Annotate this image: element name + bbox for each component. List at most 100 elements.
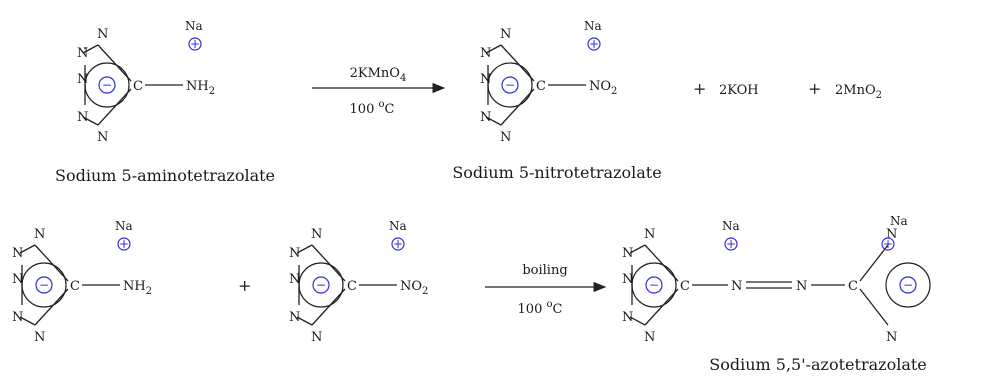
ring-bond-lower <box>485 116 502 126</box>
negative-charge-circle <box>312 276 330 294</box>
nitrogen-atom: N <box>77 72 88 87</box>
nitrogen-atom: N <box>77 46 88 61</box>
nitrogen-atom: N <box>480 110 491 125</box>
ring-bond-lower <box>19 316 36 326</box>
positive-charge-circle <box>391 237 405 251</box>
reaction2-temperature: 100 oC <box>518 299 563 317</box>
positive-charge-sign: + <box>190 37 200 51</box>
negative-charge-circle <box>35 276 53 294</box>
nitrogen-atom: N <box>622 246 633 261</box>
nitro-group: NO2 <box>400 279 428 297</box>
nitrogen-atom: N <box>622 310 633 325</box>
ring-bond-lower <box>82 116 99 126</box>
sodium-counterion: Na <box>389 219 407 233</box>
negative-charge-sign: − <box>903 278 913 292</box>
positive-charge-sign: + <box>393 237 403 251</box>
nitrogen-atom: N <box>644 227 655 242</box>
ring-bond-lower <box>629 316 646 326</box>
ring-circle <box>84 62 130 108</box>
plus-sign: + <box>808 79 821 98</box>
reaction2-condition: boiling <box>522 263 567 278</box>
nitrogen-atom: N <box>289 272 300 287</box>
nitrogen-atom: N <box>12 272 23 287</box>
ring-bond-lower <box>296 316 313 326</box>
nitrogen-atom: N <box>500 130 511 145</box>
positive-charge-circle <box>188 37 202 51</box>
nitrogen-atom: N <box>34 227 45 242</box>
negative-charge-circle <box>501 76 519 94</box>
nitrogen-atom: N <box>12 310 23 325</box>
ring-bond-upper <box>629 244 646 254</box>
sodium-5-aminotetrazolate-structure: − N N N N N C NH2 Na + <box>77 19 215 145</box>
nitrogen-atom: N <box>34 330 45 345</box>
byproduct-mno2: 2MnO2 <box>835 83 882 101</box>
nitrogen-atom: N <box>97 130 108 145</box>
positive-charge-sign: + <box>119 237 129 251</box>
sodium-counterion: Na <box>890 214 908 228</box>
nitrogen-atom: N <box>480 72 491 87</box>
reaction1-temperature: 100 oC <box>350 99 395 117</box>
plus-sign: + <box>238 276 251 295</box>
sodium-counterion: Na <box>115 219 133 233</box>
amino-group: NH2 <box>186 79 215 97</box>
sodium-5-nitrotetrazolate-structure: − N N N N N C NO2 Na + <box>289 219 428 345</box>
sodium-counterion: Na <box>185 19 203 33</box>
ring-circle <box>298 262 344 308</box>
azo-nitrogen: N <box>796 279 807 294</box>
ring-circle <box>21 262 67 308</box>
amino-group: NH2 <box>123 279 152 297</box>
carbon-atom: C <box>848 279 858 294</box>
nitrogen-atom: N <box>311 330 322 345</box>
nitrogen-atom: N <box>311 227 322 242</box>
nitrogen-atom: N <box>644 330 655 345</box>
positive-charge-circle <box>587 37 601 51</box>
nitrogen-atom: N <box>77 110 88 125</box>
negative-charge-circle <box>98 76 116 94</box>
nitrogen-atom: N <box>12 246 23 261</box>
negative-charge-sign: − <box>505 78 515 92</box>
product1-name: Sodium 5-nitrotetrazolate <box>452 163 661 182</box>
reactant1-name: Sodium 5-aminotetrazolate <box>55 166 275 185</box>
negative-charge-sign: − <box>39 278 49 292</box>
nitrogen-atom: N <box>289 310 300 325</box>
nitrogen-atom: N <box>886 330 897 345</box>
nitrogen-atom: N <box>500 27 511 42</box>
sodium-counterion: Na <box>722 219 740 233</box>
negative-charge-circle <box>645 276 663 294</box>
ring-bond-upper <box>485 44 502 54</box>
reaction2-arrow-group: boiling 100 oC <box>485 263 607 317</box>
ring-circle <box>487 62 533 108</box>
carbon-atom: C <box>536 79 546 94</box>
ring-bond-upper <box>82 44 99 54</box>
nitrogen-atom: N <box>622 272 633 287</box>
negative-charge-sign: − <box>649 278 659 292</box>
nitrogen-atom: N <box>97 27 108 42</box>
product2-name: Sodium 5,5'-azotetrazolate <box>709 355 927 374</box>
byproduct-koh: 2KOH <box>719 83 759 98</box>
carbon-atom: C <box>133 79 143 94</box>
positive-charge-sign: + <box>726 237 736 251</box>
positive-charge-circle <box>117 237 131 251</box>
sodium-5-5-azotetrazolate-structure: − N N N N N C Na + N N C − N N Na <box>622 214 931 345</box>
plus-sign: + <box>693 79 706 98</box>
positive-charge-sign: + <box>589 37 599 51</box>
positive-charge-circle <box>724 237 738 251</box>
reagent-label: 2KMnO4 <box>350 66 407 84</box>
positive-charge-sign: + <box>883 237 893 251</box>
sodium-5-aminotetrazolate-structure: − N N N N N C NH2 Na + <box>12 219 152 345</box>
azo-nitrogen: N <box>731 279 742 294</box>
ring-bond-upper <box>296 244 313 254</box>
positive-charge-circle <box>881 237 895 251</box>
sodium-5-nitrotetrazolate-structure: − N N N N N C NO2 Na + <box>480 19 617 145</box>
negative-charge-circle <box>899 276 917 294</box>
reaction1-arrow-group: 2KMnO4 100 oC <box>312 66 446 117</box>
carbon-atom: C <box>70 279 80 294</box>
carbon-atom: C <box>347 279 357 294</box>
sodium-counterion: Na <box>584 19 602 33</box>
nitrogen-atom: N <box>886 227 897 242</box>
ring-circle <box>885 262 931 308</box>
carbon-atom: C <box>680 279 690 294</box>
negative-charge-sign: − <box>102 78 112 92</box>
nitrogen-atom: N <box>289 246 300 261</box>
